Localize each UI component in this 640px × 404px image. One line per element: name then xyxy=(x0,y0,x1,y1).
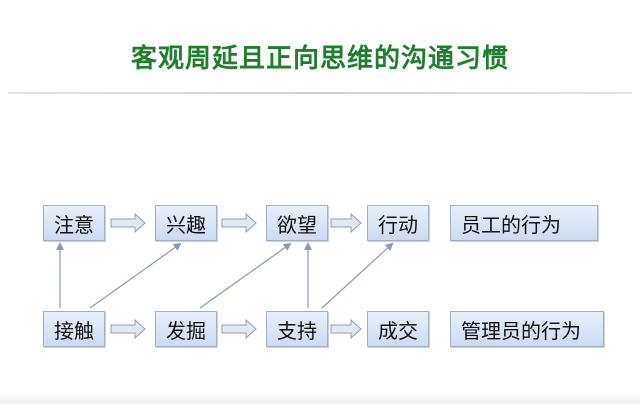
link-support-action xyxy=(321,242,394,309)
node-deal: 成交 xyxy=(367,311,429,347)
node-support: 支持 xyxy=(266,311,328,347)
block-arrow-attention-interest xyxy=(110,212,146,234)
node-interest: 兴趣 xyxy=(155,205,217,241)
slide-bottom-edge xyxy=(0,390,640,404)
block-arrow-contact-explore xyxy=(110,318,146,340)
title-divider xyxy=(8,92,632,94)
node-desire: 欲望 xyxy=(266,205,328,241)
link-contact-interest xyxy=(89,242,182,309)
node-explore: 发掘 xyxy=(155,311,217,347)
page-title: 客观周延且正向思维的沟通习惯 xyxy=(130,44,509,74)
node-attention: 注意 xyxy=(43,205,105,241)
block-arrow-explore-support xyxy=(221,318,257,340)
block-arrow-desire-action xyxy=(330,212,362,234)
link-explore-desire xyxy=(199,242,292,309)
block-arrow-support-deal xyxy=(330,318,362,340)
label-employee-behavior: 员工的行为 xyxy=(450,205,598,241)
label-manager-behavior: 管理员的行为 xyxy=(450,311,604,347)
block-arrow-interest-desire xyxy=(221,212,257,234)
node-action: 行动 xyxy=(367,205,429,241)
node-contact: 接触 xyxy=(43,311,105,347)
